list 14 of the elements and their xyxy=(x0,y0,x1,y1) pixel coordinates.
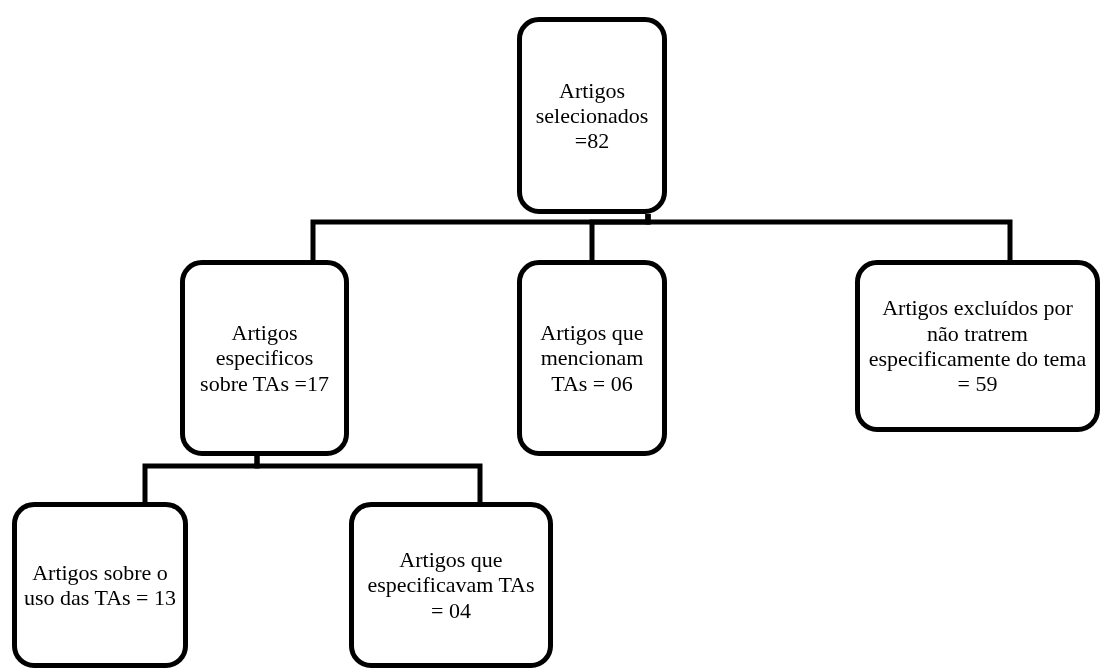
box-text: Artigos excluídos por não tratrem especificamente do tema = 59 xyxy=(867,295,1088,397)
box-text: Artigos sobre o uso das TAs = 13 xyxy=(23,559,177,611)
rounded-box xyxy=(180,260,349,456)
rounded-box xyxy=(349,502,553,668)
rounded-box xyxy=(855,260,1100,432)
box-text: Artigos especificos sobre TAs =17 xyxy=(199,320,330,396)
rounded-box xyxy=(517,17,667,214)
box-text: Artigos que mencionam TAs = 06 xyxy=(539,320,645,396)
rounded-box xyxy=(517,260,667,456)
box-text: Artigos selecionados =82 xyxy=(534,77,650,154)
rounded-box xyxy=(12,502,188,668)
box-text: Artigos que especificavam TAs = 04 xyxy=(366,547,536,623)
connector-line xyxy=(645,214,1013,260)
connector-line xyxy=(254,456,483,502)
